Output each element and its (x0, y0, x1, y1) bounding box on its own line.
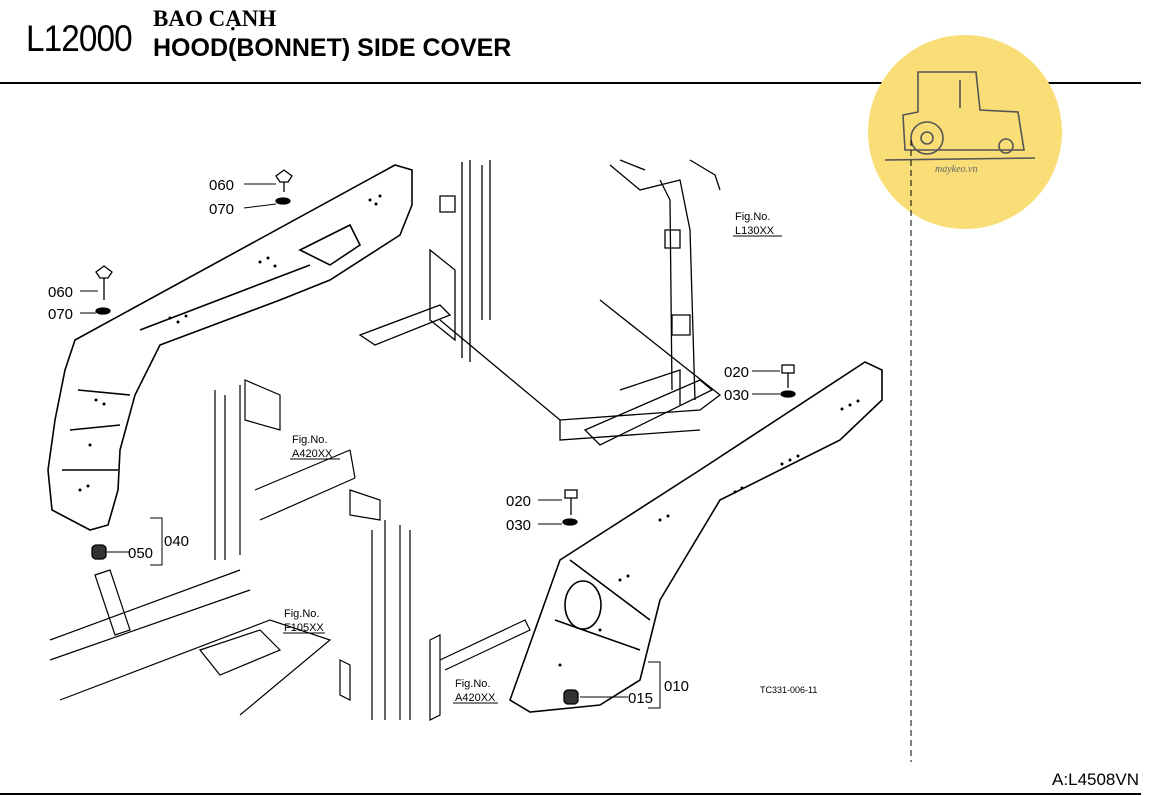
fig-ref-prefix: Fig.No. (284, 608, 319, 620)
part-label-020: 020 (724, 364, 749, 381)
part-label-010: 010 (664, 678, 689, 695)
watermark-logo: maykeo.vn (868, 35, 1062, 229)
watermark-text: maykeo.vn (935, 164, 977, 175)
fig-ref-code: L130XX (735, 225, 775, 237)
frame-structure (358, 159, 722, 446)
diagram-ref-code: TC331-006-11 (760, 685, 817, 695)
title-vietnamese: BAO CẠNH (153, 6, 277, 31)
model-code: L12000 (26, 18, 133, 59)
part-label-020: 020 (506, 493, 531, 510)
lower-frame (49, 379, 531, 721)
document-code: A:L4508VN (1052, 770, 1139, 789)
fig-ref-code: F105XX (284, 622, 324, 634)
part-label-060: 060 (209, 177, 234, 194)
fig-ref-prefix: Fig.No. (292, 434, 327, 446)
fig-ref-prefix: Fig.No. (735, 211, 770, 223)
left-side-cover (47, 164, 413, 531)
leader-lines (80, 183, 782, 709)
part-label-040: 040 (164, 533, 189, 550)
part-label-060: 060 (48, 284, 73, 301)
part-label-030: 030 (506, 517, 531, 534)
part-label-070: 070 (209, 201, 234, 218)
right-side-cover (509, 361, 883, 713)
part-label-015: 015 (628, 690, 653, 707)
title-english: HOOD(BONNET) SIDE COVER (153, 34, 512, 62)
fig-ref-code: A420XX (292, 448, 333, 460)
hardware (91, 169, 796, 705)
part-label-030: 030 (724, 387, 749, 404)
part-label-070: 070 (48, 306, 73, 323)
header-rule (0, 82, 1141, 84)
part-label-050: 050 (128, 545, 153, 562)
left-cover-vents (78, 194, 382, 492)
right-cover-vents (558, 399, 860, 667)
fig-ref-prefix: Fig.No. (455, 678, 490, 690)
fig-ref-code: A420XX (455, 692, 496, 704)
footer-rule (0, 793, 1141, 795)
